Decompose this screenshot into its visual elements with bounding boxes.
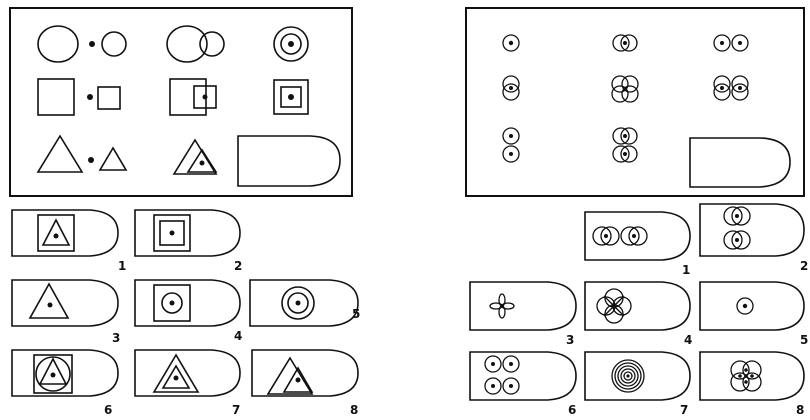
left-option-8-label: 8 <box>350 403 358 417</box>
left-cell-r2c1 <box>38 79 120 115</box>
right-cell-r1c2 <box>613 35 637 51</box>
left-cell-r1c2 <box>167 26 224 62</box>
right-matrix-frame <box>466 8 804 196</box>
right-cell-r1c3 <box>714 35 748 51</box>
right-option-8[interactable]: 8 <box>700 352 804 417</box>
left-option-2[interactable]: 2 <box>135 210 242 273</box>
right-cell-r2c3 <box>714 76 748 100</box>
right-option-5-label: 5 <box>800 333 808 347</box>
right-option-1[interactable]: 1 <box>585 212 690 277</box>
right-option-2-label: 2 <box>800 259 808 273</box>
right-cell-r3c2 <box>613 128 637 162</box>
right-option-3-label: 3 <box>566 333 574 347</box>
right-option-2[interactable]: 2 <box>700 204 808 273</box>
left-cell-r2c3 <box>274 80 308 114</box>
right-option-1-label: 1 <box>682 263 690 277</box>
left-option-5-label: 5 <box>352 307 360 321</box>
right-option-3[interactable]: 3 <box>470 282 576 347</box>
right-cell-r1c1 <box>503 35 519 51</box>
right-option-6[interactable]: 6 <box>470 352 576 417</box>
left-option-7[interactable]: 7 <box>135 350 240 417</box>
left-option-4-label: 4 <box>234 329 242 343</box>
right-cell-r2c1 <box>503 76 519 100</box>
left-option-5[interactable]: 5 <box>250 280 360 326</box>
left-cell-r3c2 <box>174 140 216 174</box>
right-cell-r2c2 <box>612 76 638 102</box>
left-option-2-label: 2 <box>234 259 242 273</box>
right-cell-r3c1 <box>503 128 519 162</box>
right-option-7[interactable]: 7 <box>585 352 690 417</box>
right-option-7-label: 7 <box>680 403 688 417</box>
right-option-5[interactable]: 5 <box>700 282 808 347</box>
right-option-4-label: 4 <box>684 333 692 347</box>
right-option-8-label: 8 <box>796 403 804 417</box>
left-option-8[interactable]: 8 <box>252 350 358 417</box>
left-cell-r1c3 <box>274 27 308 61</box>
right-option-3-motif <box>490 294 514 318</box>
left-cell-r3c1 <box>38 136 126 172</box>
left-option-6[interactable]: 6 <box>12 350 118 417</box>
right-answer-slot <box>690 138 790 187</box>
right-matrix <box>466 8 804 196</box>
left-cell-r1c1 <box>38 26 126 62</box>
left-cell-r2c2 <box>170 79 216 115</box>
left-option-4[interactable]: 4 <box>135 280 242 343</box>
right-option-6-label: 6 <box>568 403 576 417</box>
right-option-4[interactable]: 4 <box>585 282 692 347</box>
left-option-1-label: 1 <box>118 259 126 273</box>
left-matrix <box>10 8 352 196</box>
left-option-6-label: 6 <box>104 403 112 417</box>
left-option-7-label: 7 <box>232 403 240 417</box>
left-option-1[interactable]: 1 <box>12 210 126 273</box>
left-option-3-label: 3 <box>112 331 120 345</box>
left-option-3[interactable]: 3 <box>12 280 120 345</box>
left-answer-slot <box>238 136 340 186</box>
